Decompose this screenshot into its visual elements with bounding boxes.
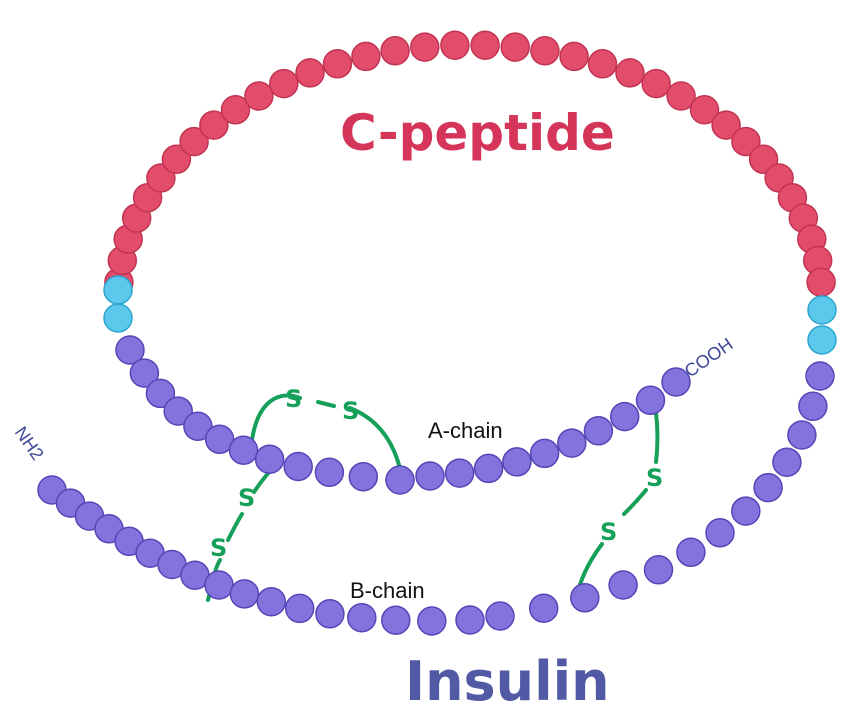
b-chain-residue	[805, 361, 835, 391]
b-chain-residue	[455, 605, 485, 635]
b-chain-residue	[229, 579, 260, 609]
b-chain-residue	[315, 599, 345, 629]
c-peptide-residue	[295, 58, 325, 88]
c-peptide-residue	[179, 126, 209, 157]
c-peptide-residue	[666, 81, 696, 111]
a-chain-residue	[557, 428, 587, 458]
disulfide-bond-inter-1b	[226, 512, 244, 542]
c-peptide-residue	[440, 30, 470, 60]
a-chain-residue	[283, 451, 313, 482]
amino-acid-chains	[37, 30, 837, 636]
c-peptide-residue	[559, 41, 589, 72]
c-peptide-residue	[220, 95, 251, 125]
b-chain-residue	[256, 586, 287, 617]
b-chain-residue	[347, 602, 377, 633]
c-peptide-residue	[731, 126, 761, 157]
a-chain-residue	[228, 435, 259, 465]
sulfur-atom: S	[285, 385, 302, 413]
a-chain-residue	[444, 458, 475, 488]
c-peptide-residue	[806, 267, 836, 297]
b-chain-label: B-chain	[350, 578, 425, 603]
c-peptide-residue	[322, 49, 353, 79]
a-chain-residue	[609, 401, 640, 432]
a-chain-residue	[502, 447, 532, 477]
b-chain-residue	[284, 593, 315, 624]
disulfide-bond-inter-2	[654, 410, 660, 464]
sulfur-atom: S	[238, 484, 255, 512]
c-peptide-residue	[351, 41, 381, 72]
b-chain-residue	[705, 518, 735, 548]
disulfide-bond-intra-a	[250, 393, 302, 442]
b-chain-residue	[798, 391, 828, 422]
c-peptide-residue	[269, 68, 299, 99]
a-chain-residue	[145, 378, 176, 409]
disulfide-bond-dash-1	[316, 400, 336, 408]
c-peptide-residue	[587, 49, 618, 79]
c-peptide-residue	[689, 95, 720, 125]
a-chain-residue	[348, 461, 379, 492]
c-peptide-residue	[470, 30, 500, 60]
a-chain-residue	[115, 335, 145, 365]
a-chain-residue	[129, 358, 160, 388]
linker-residue	[807, 295, 837, 325]
sulfur-atom: S	[646, 464, 663, 492]
insulin-title: Insulin	[405, 650, 610, 713]
a-chain-residue	[163, 396, 193, 426]
a-chain-residue	[254, 444, 285, 474]
sulfur-atom: S	[342, 397, 359, 425]
a-chain-residue	[473, 453, 504, 484]
a-chain-residue	[583, 416, 614, 446]
c-peptide-residue	[615, 58, 645, 88]
b-chain-residue	[381, 605, 411, 635]
b-chain-residue	[417, 606, 447, 636]
sulfur-atom: S	[600, 518, 617, 546]
linker-residue	[103, 303, 133, 333]
a-chain-residue	[415, 461, 445, 491]
a-chain-residue	[314, 457, 345, 488]
b-chain-residue	[753, 472, 783, 503]
c-peptide-residue	[530, 36, 560, 66]
b-chain-residue	[608, 570, 638, 600]
c-peptide-residue	[199, 110, 229, 140]
linker-residue	[103, 275, 133, 305]
cooh-terminus-label: COOH	[681, 334, 737, 381]
b-chain-residue	[772, 447, 802, 477]
a-chain-residue	[661, 367, 691, 397]
c-peptide-residue	[161, 144, 192, 175]
b-chain-residue	[731, 496, 761, 526]
c-peptide-residue	[380, 36, 410, 66]
a-chain-label: A-chain	[428, 418, 503, 443]
c-peptide-residue	[500, 32, 530, 62]
a-chain-residue	[529, 438, 560, 469]
b-chain-residue	[570, 583, 600, 613]
b-chain-residue	[787, 420, 817, 450]
sulfur-atoms: S S S S S S	[210, 385, 663, 562]
a-chain-residue	[635, 385, 666, 416]
nh2-terminus-label: NH2	[11, 423, 48, 464]
b-chain-residue	[485, 601, 515, 631]
linker-residue	[807, 325, 837, 355]
b-chain-residue	[528, 593, 559, 623]
a-chain-residue	[183, 411, 213, 442]
b-chain-residue	[643, 555, 674, 585]
c-peptide-residue	[410, 32, 440, 62]
sulfur-atom: S	[210, 534, 227, 562]
c-peptide-title: C-peptide	[340, 104, 615, 162]
c-peptide-residue	[711, 110, 741, 140]
c-peptide-residue	[244, 81, 274, 111]
c-peptide-residue	[641, 68, 671, 99]
b-chain-residue	[676, 537, 706, 568]
disulfide-bond-inter-2b	[622, 488, 648, 516]
a-chain-residue	[385, 465, 415, 495]
b-chain-residue	[204, 570, 234, 600]
